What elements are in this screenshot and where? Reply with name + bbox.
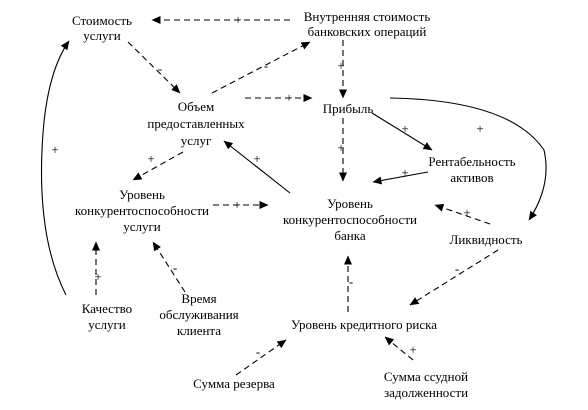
- node-bank-comp-line-1: Уровень: [327, 196, 373, 211]
- node-service-comp-line-1: Уровень: [119, 187, 165, 202]
- sign-reserve-to-credit-risk: -: [256, 344, 260, 359]
- sign-volume-to-profit: +: [285, 90, 292, 105]
- node-profitability-line-2: активов: [450, 170, 493, 185]
- edge-loan-debt-to-credit-risk: [384, 336, 414, 361]
- node-bank-competitiveness: Уровень конкурентоспособности банка: [283, 196, 417, 243]
- edge-reserve-to-credit-risk: [235, 339, 287, 376]
- node-quality-line-2: услуги: [88, 317, 126, 332]
- node-loan-debt-line-1: Сумма ссудной: [384, 369, 468, 384]
- sign-quality-to-service-comp: +: [94, 269, 101, 284]
- node-reserve: Сумма резерва: [193, 376, 275, 391]
- sign-volume-to-service-comp: +: [147, 151, 154, 166]
- node-volume-line-1: Объем: [178, 99, 214, 114]
- node-profit: Прибыль: [323, 101, 374, 116]
- sign-profit-to-profitability: +: [401, 121, 408, 136]
- sign-service-comp-to-bank-comp: +: [233, 197, 240, 212]
- edge-volume-to-internal: [211, 41, 311, 94]
- node-service-time: Время обслуживания клиента: [159, 291, 238, 338]
- edge-profit-to-profitability: [371, 112, 433, 151]
- node-loan-debt: Сумма ссудной задолженности: [384, 369, 468, 400]
- sign-internal-to-profit: +: [337, 58, 344, 73]
- node-profitability: Рентабельность активов: [428, 154, 515, 185]
- sign-liquidity-to-credit-risk: -: [455, 261, 459, 276]
- sign-volume-to-internal: -: [264, 58, 268, 73]
- sign-liquidity-to-bank-comp: +: [463, 205, 470, 220]
- node-quality-line-1: Качество: [82, 301, 132, 316]
- node-cost-line-2: услуги: [83, 28, 121, 43]
- edge-cost-to-volume: [127, 41, 181, 94]
- sign-credit-risk-to-bank-comp: -: [349, 274, 353, 289]
- sign-profitability-to-bank-comp: +: [401, 165, 408, 180]
- node-quality: Качество услуги: [82, 301, 132, 332]
- sign-profit-to-liquidity: +: [476, 121, 483, 136]
- sign-loan-debt-to-credit-risk: +: [409, 342, 416, 357]
- sign-cost-to-volume: -: [158, 61, 162, 76]
- edge-profitability-to-bank-comp: [372, 171, 429, 185]
- sign-quality-to-cost: +: [51, 142, 58, 157]
- node-bank-comp-line-2: конкурентоспособности: [283, 212, 417, 227]
- edge-volume-to-service-comp: [132, 151, 184, 181]
- node-credit-risk-line-1: Уровень кредитного риска: [291, 317, 437, 332]
- node-time-line-2: обслуживания: [159, 307, 238, 322]
- node-liquidity: Ликвидность: [450, 232, 523, 247]
- node-cost: Стоимость услуги: [72, 13, 132, 43]
- node-service-comp-line-3: услуги: [123, 219, 161, 234]
- node-volume: Объем предоставленных услуг: [147, 99, 245, 148]
- node-profitability-line-1: Рентабельность: [428, 154, 515, 169]
- node-profit-line-1: Прибыль: [323, 101, 374, 116]
- node-volume-line-2: предоставленных: [147, 116, 245, 131]
- node-service-competitiveness: Уровень конкурентоспособности услуги: [75, 187, 209, 234]
- edge-bank-comp-to-volume: [223, 140, 291, 194]
- edge-profit-to-liquidity: [389, 97, 547, 221]
- node-cost-line-1: Стоимость: [72, 13, 132, 28]
- node-internal-cost: Внутренняя стоимость банковских операций: [304, 9, 431, 39]
- node-loan-debt-line-2: задолженности: [384, 385, 468, 400]
- node-internal-line-2: банковских операций: [308, 24, 427, 39]
- node-credit-risk: Уровень кредитного риска: [291, 317, 437, 332]
- node-volume-line-3: услуг: [181, 133, 212, 148]
- sign-internal-to-cost: +: [234, 12, 241, 27]
- edge-quality-to-cost: [40, 40, 70, 296]
- node-time-line-3: клиента: [177, 323, 221, 338]
- node-liquidity-line-1: Ликвидность: [450, 232, 523, 247]
- sign-bank-comp-to-volume: +: [253, 151, 260, 166]
- edge-time-to-service-comp: [152, 241, 186, 293]
- node-reserve-line-1: Сумма резерва: [193, 376, 275, 391]
- node-time-line-1: Время: [181, 291, 216, 306]
- sign-profit-to-bank-comp: +: [337, 140, 344, 155]
- sign-time-to-service-comp: -: [173, 260, 177, 275]
- edge-liquidity-to-credit-risk: [409, 249, 499, 306]
- node-internal-line-1: Внутренняя стоимость: [304, 9, 431, 24]
- node-service-comp-line-2: конкурентоспособности: [75, 203, 209, 218]
- node-bank-comp-line-3: банка: [334, 228, 365, 243]
